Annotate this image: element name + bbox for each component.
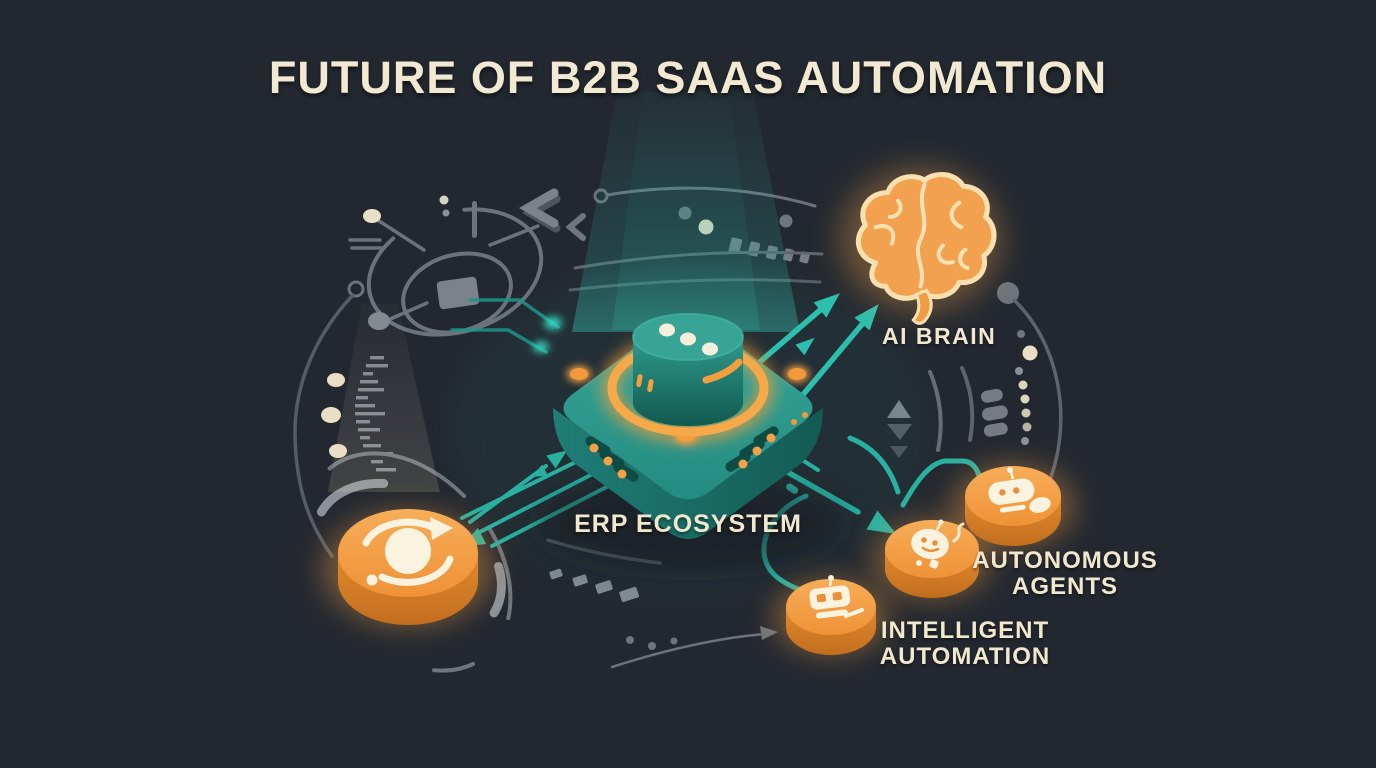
intelligent-automation-node-left: [773, 575, 889, 655]
page-title: FUTURE OF B2B SAAS AUTOMATION: [268, 52, 1108, 103]
intelligent-automation-label: INTELLIGENT AUTOMATION: [862, 618, 1068, 670]
robot-icon: [911, 519, 965, 569]
robot-icon: [988, 467, 1051, 513]
connector-pins-right: [725, 426, 779, 472]
erp-ecosystem-label: ERP ECOSYSTEM: [574, 510, 802, 538]
intelligent-automation-node-mid: [872, 519, 992, 599]
sync-beam: [328, 303, 440, 492]
intelligent-automation-label-line2: AUTOMATION: [879, 642, 1051, 670]
intelligent-automation-label-line1: INTELLIGENT: [880, 617, 1050, 644]
autonomous-agents-node: [951, 464, 1075, 548]
sync-node: [322, 509, 494, 627]
brain-icon: [838, 166, 1003, 325]
ai-brain-label: AI BRAIN: [882, 323, 997, 349]
autonomous-agents-label: AUTONOMOUS AGENTS: [958, 548, 1172, 600]
connector-pins-left: [585, 436, 639, 482]
autonomous-agents-label-line2: AGENTS: [1011, 572, 1118, 600]
erp-platform-icon: [535, 313, 845, 571]
sync-arrows-icon: [362, 517, 454, 586]
autonomous-agents-label-line1: AUTONOMOUS: [972, 547, 1158, 574]
robot-icon: [809, 575, 864, 619]
